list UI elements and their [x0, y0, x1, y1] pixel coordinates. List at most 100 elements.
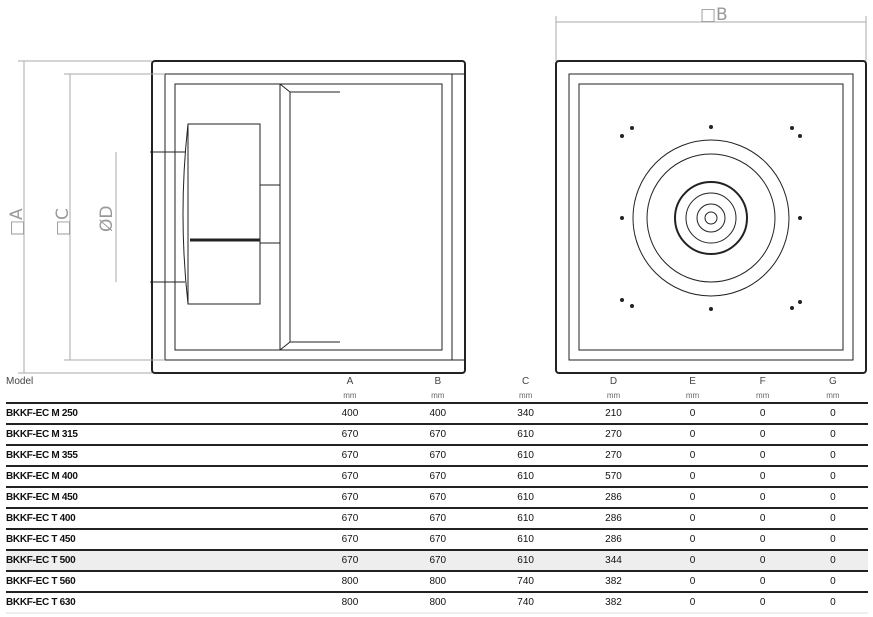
column-header: Model [6, 375, 34, 387]
cell-value: 0 [797, 403, 868, 425]
cell-value: 382 [569, 571, 658, 593]
dimension-label-c: □C [53, 208, 73, 236]
cell-value: 0 [797, 424, 868, 446]
cell-value: 670 [393, 466, 482, 488]
dimension-label-d: ØD [97, 206, 117, 232]
cell-value: 670 [306, 424, 394, 446]
front-view [555, 60, 867, 374]
column-header: B [434, 375, 442, 387]
model-name: BKKF-EC M 250 [6, 403, 306, 425]
cell-value: 0 [727, 424, 798, 446]
cell-value: 286 [569, 487, 658, 509]
cell-value: 0 [797, 550, 868, 572]
cell-value: 610 [481, 487, 570, 509]
cell-value: 670 [393, 487, 482, 509]
cell-value: 670 [393, 550, 482, 572]
cell-value: 270 [569, 424, 658, 446]
cell-value: 670 [393, 529, 482, 551]
cell-value: 610 [481, 550, 570, 572]
cell-value: 670 [393, 424, 482, 446]
cell-value: 0 [727, 571, 798, 593]
cell-value: 670 [306, 445, 394, 467]
cell-value: 0 [727, 550, 798, 572]
column-unit [6, 388, 306, 404]
cell-value: 670 [306, 508, 394, 530]
cell-value: 0 [657, 571, 728, 593]
cell-value: 0 [657, 550, 728, 572]
model-name: BKKF-EC T 630 [6, 592, 306, 614]
column-header: A [346, 375, 354, 387]
cell-value: 0 [657, 403, 728, 425]
cell-value: 800 [306, 592, 394, 614]
cell-value: 400 [393, 403, 482, 425]
model-name: BKKF-EC T 450 [6, 529, 306, 551]
cell-value: 800 [306, 571, 394, 593]
cell-value: 0 [797, 592, 868, 614]
cell-value: 0 [797, 445, 868, 467]
cell-value: 270 [569, 445, 658, 467]
cell-value: 0 [657, 424, 728, 446]
model-name: BKKF-EC M 315 [6, 424, 306, 446]
column-unit: mm [797, 388, 868, 404]
cell-value: 610 [481, 466, 570, 488]
column-unit: mm [657, 388, 728, 404]
cell-value: 0 [657, 445, 728, 467]
cell-value: 0 [657, 508, 728, 530]
column-header: F [759, 375, 766, 387]
cell-value: 670 [393, 445, 482, 467]
side-view [150, 60, 466, 374]
model-name: BKKF-EC M 400 [6, 466, 306, 488]
dimension-label-b: □B [700, 5, 728, 25]
cell-value: 210 [569, 403, 658, 425]
cell-value: 0 [797, 529, 868, 551]
cell-value: 0 [657, 466, 728, 488]
model-name: BKKF-EC T 400 [6, 508, 306, 530]
cell-value: 0 [727, 445, 798, 467]
cell-value: 0 [657, 487, 728, 509]
cell-value: 800 [393, 592, 482, 614]
cell-value: 610 [481, 424, 570, 446]
cell-value: 800 [393, 571, 482, 593]
cell-value: 286 [569, 529, 658, 551]
column-header: E [689, 375, 696, 387]
cell-value: 740 [481, 592, 570, 614]
cell-value: 610 [481, 529, 570, 551]
cell-value: 670 [393, 508, 482, 530]
cell-value: 0 [797, 487, 868, 509]
column-unit: mm [393, 388, 482, 404]
cell-value: 0 [727, 403, 798, 425]
cell-value: 340 [481, 403, 570, 425]
cell-value: 0 [727, 487, 798, 509]
cell-value: 610 [481, 508, 570, 530]
cell-value: 670 [306, 487, 394, 509]
cell-value: 610 [481, 445, 570, 467]
cell-value: 0 [657, 592, 728, 614]
cell-value: 344 [569, 550, 658, 572]
cell-value: 570 [569, 466, 658, 488]
cell-value: 0 [727, 466, 798, 488]
cell-value: 670 [306, 550, 394, 572]
cell-value: 400 [306, 403, 394, 425]
cell-value: 0 [657, 529, 728, 551]
cell-value: 0 [727, 508, 798, 530]
model-name: BKKF-EC T 560 [6, 571, 306, 593]
cell-value: 670 [306, 466, 394, 488]
technical-drawing: □A □C ØD □B [7, 5, 867, 374]
dimension-lines [18, 16, 867, 374]
model-name: BKKF-EC T 500 [6, 550, 306, 572]
cell-value: 0 [797, 466, 868, 488]
column-header: G [829, 375, 837, 387]
model-name: BKKF-EC M 355 [6, 445, 306, 467]
cell-value: 382 [569, 592, 658, 614]
cell-value: 0 [797, 508, 868, 530]
